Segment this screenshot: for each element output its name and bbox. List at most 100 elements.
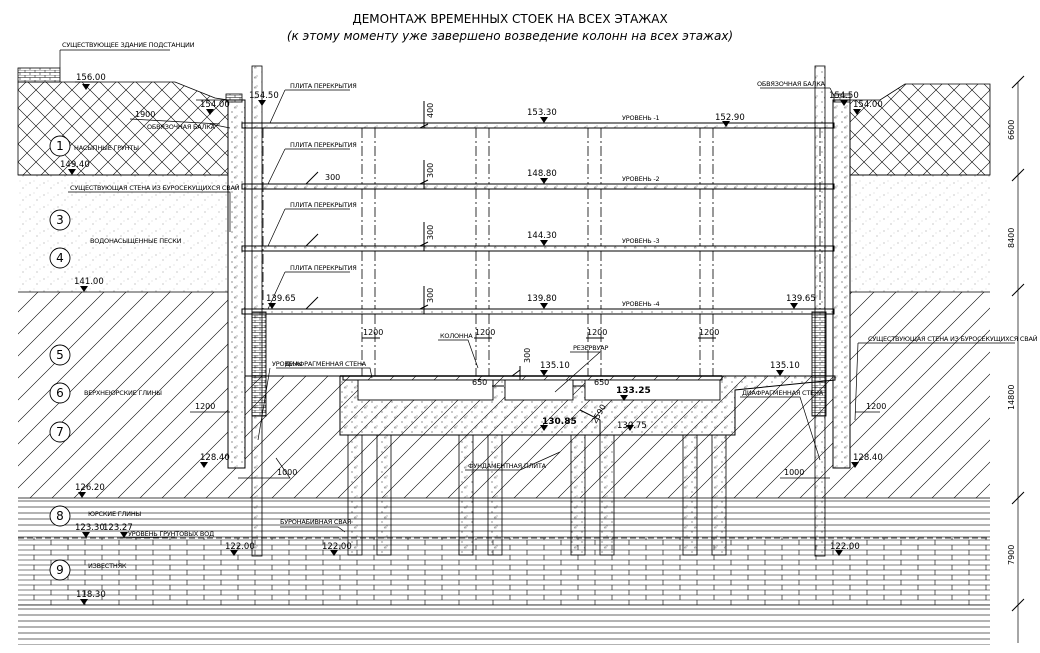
label-level-4: УРОВЕНЬ -4 xyxy=(622,300,660,308)
diaphragm-wall-left xyxy=(251,311,267,417)
label-diaphragm-left: ДИАФРАГМЕННАЯ СТЕНА xyxy=(285,360,367,368)
elevation: 154.50 xyxy=(249,91,279,101)
drawing-title: ДЕМОНТАЖ ВРЕМЕННЫХ СТОЕК НА ВСЕХ ЭТАЖАХ xyxy=(352,12,667,26)
label-sands: ВОДОНАСЫЩЕННЫЕ ПЕСКИ xyxy=(90,237,182,245)
label-diaphragm-right: ДИАФРАГМЕННАЯ СТЕНА xyxy=(742,389,824,397)
elevation: 130.85 xyxy=(542,417,577,427)
dimension: 300 xyxy=(325,173,340,182)
label-ring-beam-right: ОБВЯЗОЧНАЯ БАЛКА xyxy=(757,80,826,88)
tank-cell-3 xyxy=(584,379,721,401)
layer-number: 5 xyxy=(56,348,64,362)
sand-layer-right xyxy=(850,175,990,292)
dimension: 1200 xyxy=(866,402,886,411)
label-slab-4: ПЛИТА ПЕРЕКРЫТИЯ xyxy=(290,264,357,272)
dimension: 1200 xyxy=(363,328,383,337)
dimension: 1200 xyxy=(587,328,607,337)
elevation: 148.80 xyxy=(527,169,557,179)
label-groundwater: УРОВЕНЬ ГРУНТОВЫХ ВОД xyxy=(128,530,214,538)
vertical-dimension: 14800 xyxy=(1007,385,1016,410)
label-slab-2: ПЛИТА ПЕРЕКРЫТИЯ xyxy=(290,141,357,149)
label-fill-soils: НАСЫПНЫЕ ГРУНТЫ xyxy=(74,144,139,152)
elevation: 152.90 xyxy=(715,113,745,123)
elevation: 135.10 xyxy=(540,361,570,371)
label-slab-3: ПЛИТА ПЕРЕКРЫТИЯ xyxy=(290,201,357,209)
elevation: 118.30 xyxy=(76,590,106,600)
label-pile-wall-right: СУЩЕСТВУЮЩАЯ СТЕНА ИЗ БУРОСЕКУЩИХСЯ СВАЙ xyxy=(868,334,1038,343)
elevation: 133.25 xyxy=(616,386,651,396)
dimension: 300 xyxy=(523,348,532,363)
elevation: 128.40 xyxy=(200,453,230,463)
elevation: 122.00 xyxy=(830,542,860,552)
fill-soil-right xyxy=(849,83,991,176)
tank-cell-1 xyxy=(357,379,494,401)
bored-piles xyxy=(347,434,727,556)
layer-number: 3 xyxy=(56,213,64,227)
dimension: 400 xyxy=(426,103,435,118)
label-column: КОЛОННА xyxy=(440,332,473,340)
elevation: 139.65 xyxy=(786,294,816,304)
elevation: 154.00 xyxy=(200,100,230,110)
layer-number: 7 xyxy=(56,425,64,439)
label-bored-pile: БУРОНАБИВНАЯ СВАЯ xyxy=(280,518,351,526)
ring-beam-left xyxy=(225,93,243,103)
elevation: 135.10 xyxy=(770,361,800,371)
label-slab-1: ПЛИТА ПЕРЕКРЫТИЯ xyxy=(290,82,357,90)
elevation: 144.30 xyxy=(527,231,557,241)
label-pile-wall-left: СУЩЕСТВУЮЩАЯ СТЕНА ИЗ БУРОСЕКУЩИХСЯ СВАЙ xyxy=(70,183,240,192)
layer-number: 6 xyxy=(56,386,64,400)
dimension: 1200 xyxy=(699,328,719,337)
dimension: 300 xyxy=(426,163,435,178)
elevation: 122.00 xyxy=(322,542,352,552)
label-limestone: ИЗВЕСТНЯК xyxy=(88,562,127,570)
slab-level-1 xyxy=(241,122,835,129)
dimension: 650 xyxy=(472,378,487,387)
jurassic-clay-layer xyxy=(18,498,990,538)
label-ring-beam-left: ОБВЯЗОЧНАЯ БАЛКА xyxy=(147,123,216,131)
dimension: 300 xyxy=(426,288,435,303)
elevation: 153.30 xyxy=(527,108,557,118)
layer-number: 1 xyxy=(56,139,64,153)
elevation: 123.30 xyxy=(75,523,105,533)
vertical-dimension: 7900 xyxy=(1007,545,1016,565)
label-jurassic-clays: ЮРСКИЕ ГЛИНЫ xyxy=(88,510,142,518)
substation-building xyxy=(17,67,61,83)
diaphragm-wall-right xyxy=(811,311,827,417)
label-level-1: УРОВЕНЬ -1 xyxy=(622,114,660,122)
columns xyxy=(262,128,821,376)
elevation: 139.80 xyxy=(527,294,557,304)
label-level-2: УРОВЕНЬ -2 xyxy=(622,175,660,183)
sand-layer-left xyxy=(18,175,228,292)
elevation: 149.40 xyxy=(60,160,90,170)
elevation: 139.65 xyxy=(266,294,296,304)
layer-number: 9 xyxy=(56,563,64,577)
layer-number: 4 xyxy=(56,251,64,265)
elevation: 156.00 xyxy=(76,73,106,83)
elevation: 123.27 xyxy=(103,523,133,533)
label-reservoir: РЕЗЕРВУАР xyxy=(573,344,608,352)
vertical-dimension: 8400 xyxy=(1007,228,1016,248)
limestone-layer xyxy=(18,538,990,605)
slab-level-2 xyxy=(241,183,835,190)
label-level-partial: УРОВЕНЬ xyxy=(272,360,302,368)
elevation: 126.20 xyxy=(75,483,105,493)
elevation: 130.75 xyxy=(617,421,647,431)
dimension: 1000 xyxy=(277,468,297,477)
dimension: 300 xyxy=(426,225,435,240)
layer-number: 8 xyxy=(56,509,64,523)
dimension: 1000 xyxy=(784,468,804,477)
slab-level-4 xyxy=(241,308,835,315)
layer-markers xyxy=(49,135,71,581)
label-foundation-slab: ФУНДАМЕНТНАЯ ПЛИТА xyxy=(468,462,547,470)
tank-cell-2 xyxy=(504,379,574,401)
vertical-dimension: 6600 xyxy=(1007,120,1016,140)
elevation: 122.00 xyxy=(225,542,255,552)
label-upper-clays: ВЕРХНЕЮРСКИЕ ГЛИНЫ xyxy=(84,389,162,397)
label-level-3: УРОВЕНЬ -3 xyxy=(622,237,660,245)
drawing-subtitle: (к этому моменту уже завершено возведени… xyxy=(287,29,733,43)
elevation: 128.40 xyxy=(853,453,883,463)
elevation: 154.50 xyxy=(829,91,859,101)
dimension: 1200 xyxy=(195,402,215,411)
leader-lines xyxy=(59,49,1015,539)
elevation: 154.00 xyxy=(853,100,883,110)
